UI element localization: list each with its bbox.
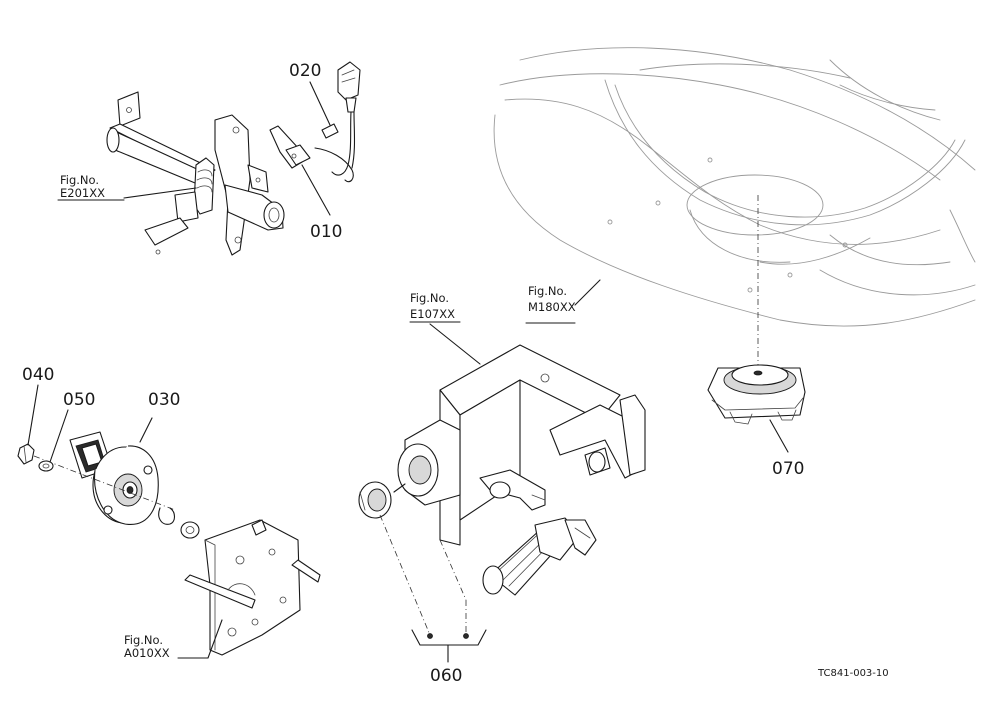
micro-switch-010 — [269, 125, 354, 216]
washer-050 — [38, 409, 69, 472]
bracket-a010 — [184, 519, 321, 656]
fig-ref-e201-label: Fig.No. — [60, 173, 99, 187]
retaining-ring — [158, 507, 200, 539]
callout-010: 010 — [310, 222, 342, 242]
fig-ref-a010-code: A010XX — [124, 646, 170, 660]
drawing-code: TC841-003-10 — [817, 668, 889, 679]
callout-020: 020 — [289, 61, 321, 81]
harness-020 — [309, 61, 361, 176]
callout-050: 050 — [63, 390, 95, 410]
fig-ref-e107-label: Fig.No. — [410, 291, 449, 305]
fig-ref-m180-label: Fig.No. — [528, 284, 567, 298]
bracket-e107 — [397, 344, 646, 546]
callout-040: 040 — [22, 365, 54, 385]
callout-030: 030 — [148, 390, 180, 410]
seat-switch-070 — [707, 364, 806, 453]
sensor-assembly-030 — [69, 417, 159, 525]
fig-ref-e107-code: E107XX — [410, 307, 455, 321]
lever-assembly-e201 — [106, 91, 285, 256]
fig-ref-m180-code: M180XX — [528, 300, 576, 314]
bolt-040 — [17, 384, 39, 465]
threaded-switch-060 — [482, 517, 597, 596]
callout-070: 070 — [772, 459, 804, 479]
lock-nut-060 — [358, 481, 406, 519]
callout-060: 060 — [430, 666, 462, 686]
fig-ref-a010-label: Fig.No. — [124, 633, 163, 647]
fig-ref-e201-code: E201XX — [60, 186, 105, 200]
seat-ghost-drawing — [493, 47, 976, 327]
